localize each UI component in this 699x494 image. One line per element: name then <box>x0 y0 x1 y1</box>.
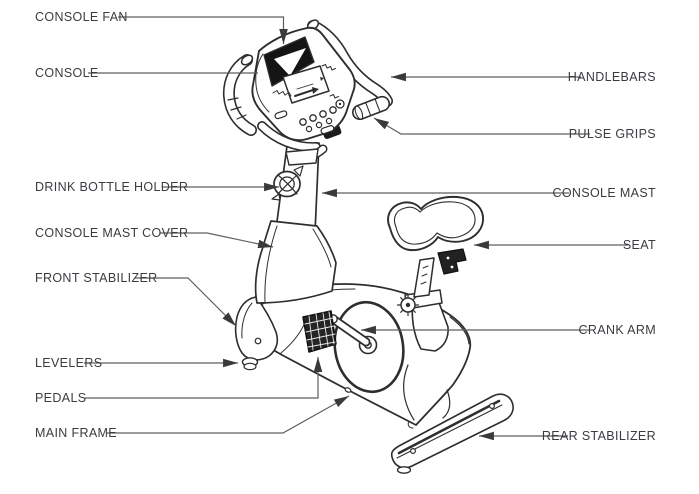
handlebar-clamp <box>257 121 342 166</box>
pedal-part <box>302 310 337 353</box>
seat-clamp-part <box>437 248 467 275</box>
rear-stabilizer-part <box>390 393 514 474</box>
leader-pulse-grips <box>373 117 590 135</box>
leader-console-fan <box>118 16 288 44</box>
part-label-handlebars: HANDLEBARS <box>567 69 656 84</box>
console-display <box>282 65 330 104</box>
console-buttons <box>274 99 345 135</box>
front-stabilizer-part <box>234 296 279 371</box>
part-label-levelers: LEVELERS <box>35 355 103 370</box>
part-label-pedals: PEDALS <box>35 390 87 405</box>
leader-lines <box>84 16 628 441</box>
seat-part <box>387 195 484 252</box>
leader-console-mast-cover <box>160 232 274 249</box>
part-label-rear-stabilizer: REAR STABILIZER <box>541 428 656 443</box>
leader-pedals <box>85 357 323 399</box>
console-part <box>251 26 356 142</box>
console-mast-cover-part <box>254 220 337 304</box>
part-label-crank-arm: CRANK ARM <box>578 322 656 337</box>
handlebar-right <box>306 19 393 107</box>
part-label-main-frame: MAIN FRAME <box>35 425 117 440</box>
crank-arm-part <box>328 314 371 347</box>
part-label-seat: SEAT <box>622 237 656 252</box>
part-label-drink-bottle-holder: DRINK BOTTLE HOLDER <box>35 179 189 194</box>
pulse-grip-part <box>351 95 391 121</box>
part-label-console-mast: CONSOLE MAST <box>552 185 656 200</box>
console-fan-part <box>263 36 315 87</box>
part-label-front-stabilizer: FRONT STABILIZER <box>35 270 158 285</box>
leader-main-frame <box>106 395 350 434</box>
adjustment-knob <box>396 293 420 317</box>
leader-front-stabilizer <box>135 277 237 327</box>
drink-bottle-holder-part <box>271 165 304 201</box>
leveler-foot <box>241 357 259 371</box>
handlebar-left <box>222 54 257 136</box>
part-label-console-fan: CONSOLE FAN <box>35 9 128 24</box>
seat-post-part <box>396 257 449 352</box>
part-label-pulse-grips: PULSE GRIPS <box>568 126 656 141</box>
part-label-console-mast-cover: CONSOLE MAST COVER <box>35 225 189 240</box>
part-label-console: CONSOLE <box>35 65 99 80</box>
